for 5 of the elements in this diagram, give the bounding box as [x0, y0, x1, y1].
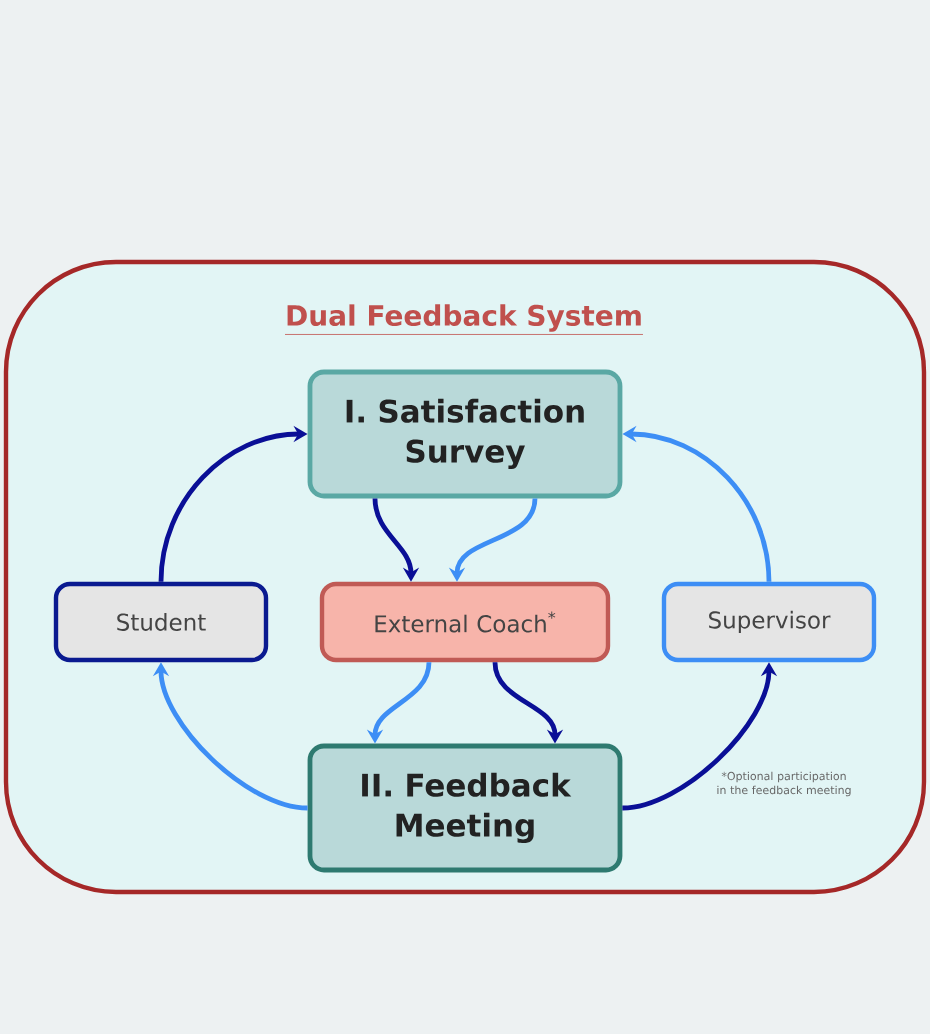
stage-box: II. Feedback Meeting — [307, 743, 623, 873]
role-box: External Coach$^{*}$ — [319, 581, 611, 663]
role-box: Student — [53, 581, 269, 663]
stage-box: I. Satisfaction Survey — [307, 369, 623, 499]
role-box: Supervisor — [661, 581, 877, 663]
